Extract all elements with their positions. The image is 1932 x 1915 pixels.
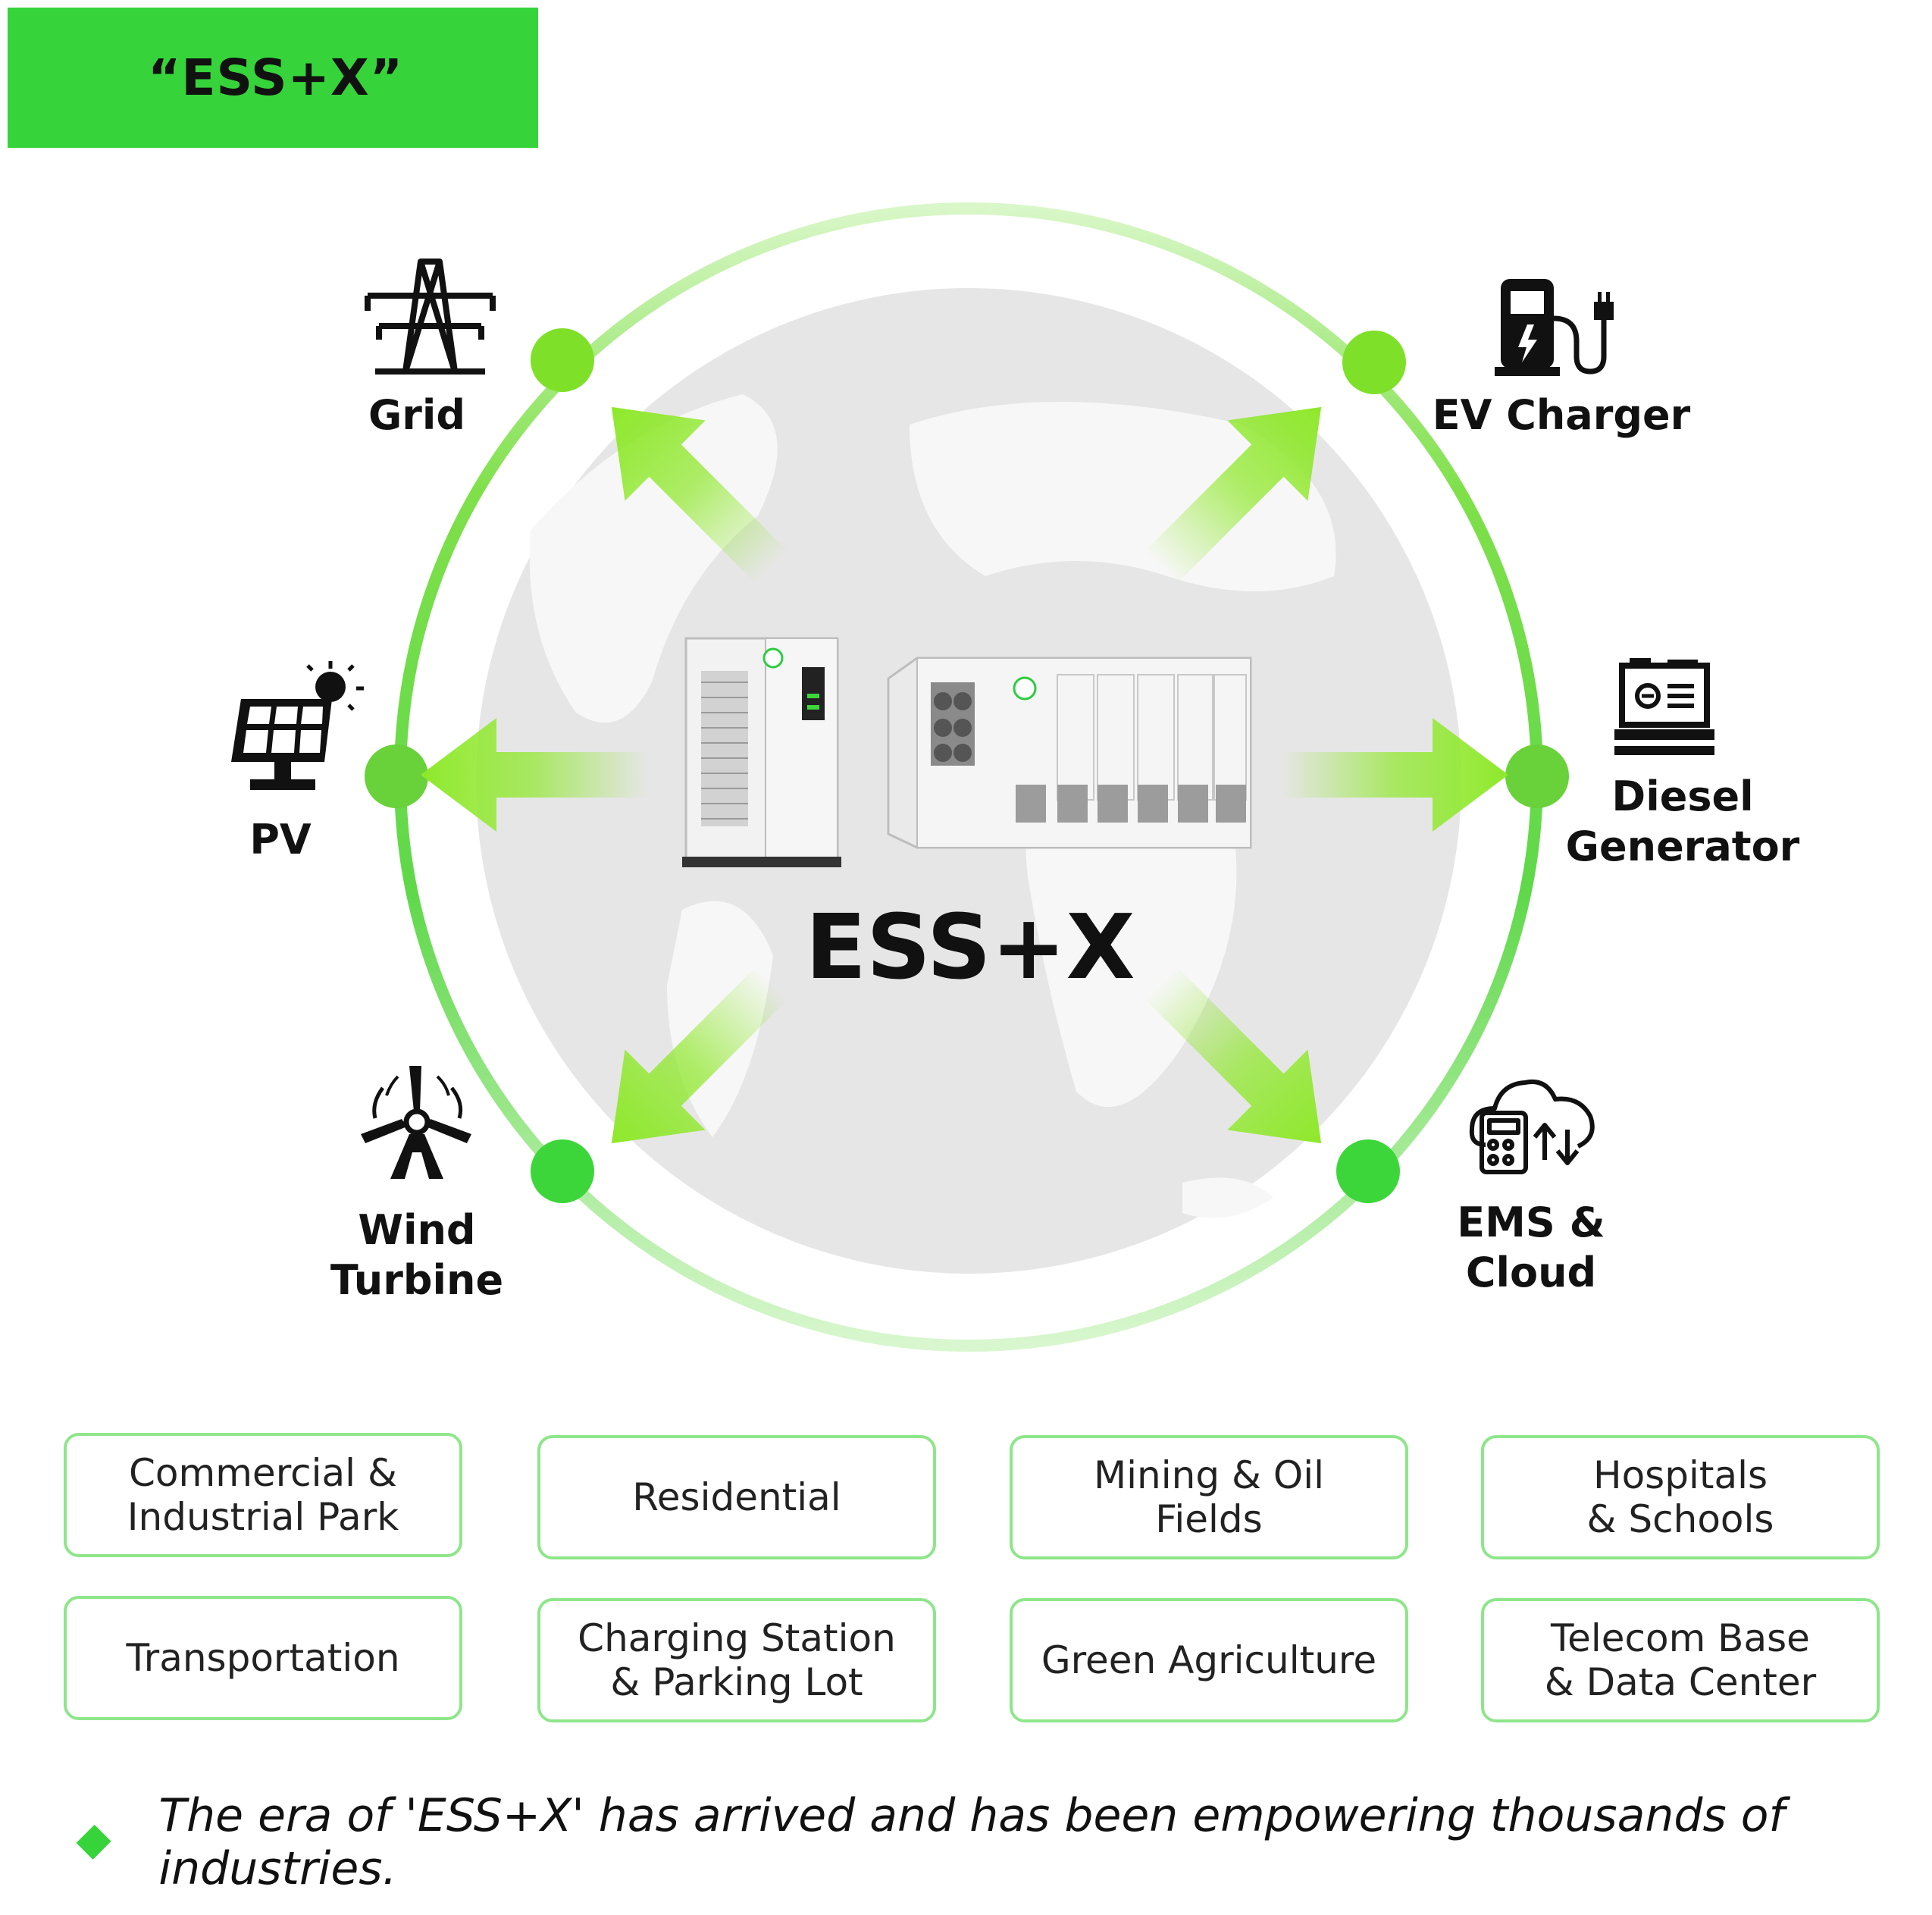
solar-panel-icon: [231, 661, 364, 790]
ring-node-wind: [531, 1139, 594, 1203]
footer-text: The era of 'ESS+X' has arrived and has b…: [158, 1789, 1785, 1895]
application-card-label: Mining & Oil Fields: [1094, 1453, 1324, 1541]
arrow-down-left: [611, 966, 789, 1144]
node-label-ems-cloud: EMS & Cloud: [1457, 1199, 1605, 1296]
ess-container-image: [887, 657, 1252, 849]
application-card: Telecom Base & Data Center: [1481, 1598, 1880, 1722]
node-label-ev-charger: EV Charger: [1432, 391, 1691, 439]
application-card-label: Commercial & Industrial Park: [127, 1451, 399, 1539]
ess-cabinet-image: [682, 637, 841, 867]
node-label-grid: Grid: [368, 391, 466, 439]
wind-turbine-icon: [361, 1066, 471, 1179]
arrow-up-right: [1144, 406, 1322, 585]
header-title: “ESS+X”: [148, 49, 404, 107]
application-card-label: Transportation: [126, 1636, 400, 1680]
arrow-left: [421, 718, 648, 832]
ring-node-diesel: [1505, 744, 1569, 808]
ring-node-ev-charger: [1342, 331, 1406, 394]
arrow-down-right: [1144, 966, 1322, 1144]
ess-diagram: [231, 202, 1714, 1352]
application-card-label: Residential: [632, 1475, 841, 1519]
node-label-diesel-generator: Diesel Generator: [1565, 773, 1800, 870]
generator-icon: [1614, 658, 1714, 755]
center-title: ESS+X: [805, 895, 1135, 999]
application-card-label: Charging Station & Parking Lot: [578, 1616, 896, 1704]
application-card: Green Agriculture: [1010, 1598, 1408, 1722]
arrow-up-left: [611, 406, 789, 585]
ring-node-pv: [365, 744, 428, 808]
application-card-label: Telecom Base & Data Center: [1544, 1616, 1817, 1704]
node-label-wind-turbine: Wind Turbine: [330, 1206, 504, 1304]
application-card: Transportation: [64, 1596, 462, 1720]
ev-charger-icon: [1495, 279, 1614, 376]
node-label-pv: PV: [249, 816, 312, 863]
application-card-label: Green Agriculture: [1041, 1638, 1377, 1682]
application-card: Mining & Oil Fields: [1010, 1435, 1408, 1559]
application-card: Residential: [537, 1435, 936, 1559]
diamond-bullet-icon: [76, 1824, 111, 1860]
cloud-ems-icon: [1469, 1080, 1595, 1174]
ring-node-grid: [531, 328, 594, 392]
transmission-tower-icon: [365, 259, 496, 375]
application-card: Hospitals & Schools: [1481, 1435, 1880, 1559]
arrow-right: [1281, 718, 1508, 832]
footer: The era of 'ESS+X' has arrived and has b…: [76, 1789, 1895, 1895]
application-card: Commercial & Industrial Park: [64, 1433, 462, 1557]
header-bar: “ESS+X”: [8, 8, 538, 148]
application-card-label: Hospitals & Schools: [1586, 1453, 1774, 1541]
application-card: Charging Station & Parking Lot: [537, 1598, 936, 1722]
ring-node-ems: [1336, 1139, 1400, 1203]
